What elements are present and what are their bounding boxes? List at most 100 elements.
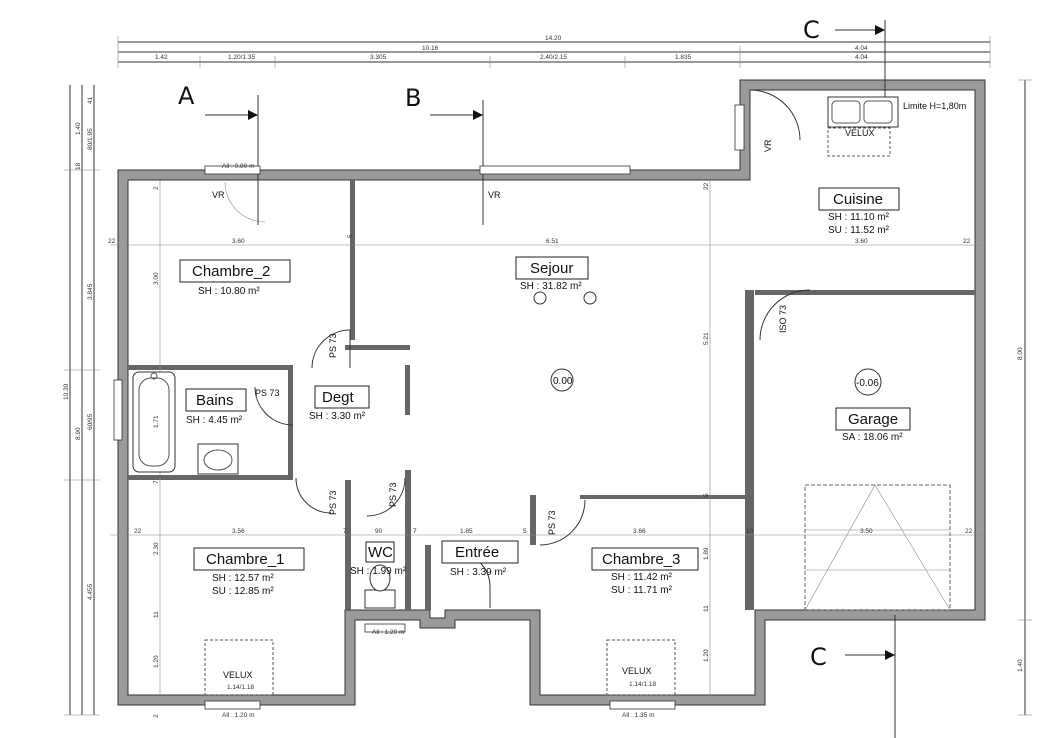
dim-120a: 1.20 bbox=[153, 655, 160, 668]
room-su-cuisine: SU : 11.52 m² bbox=[828, 225, 890, 236]
top-dimension-lines: 14.20 10.16 4.04 4.04 1.42 1.20/1.35 3.3… bbox=[117, 35, 991, 68]
room-name-bains: Bains bbox=[196, 392, 234, 409]
dim-left-4455: 4.455 bbox=[87, 583, 94, 600]
room-sa-garage: SA : 18.06 m² bbox=[842, 432, 903, 443]
dim-360b: 3.60 bbox=[855, 238, 868, 245]
section-mark-c-bottom: C bbox=[810, 643, 827, 671]
dim-right-800: 8.00 bbox=[1017, 347, 1024, 360]
dim-22-left: 22 bbox=[108, 238, 116, 245]
dim-2-top: 2 bbox=[153, 186, 160, 190]
interior-dimensions: 3.60 6.51 3.60 3.56 90 1.85 3.66 3.50 22… bbox=[108, 182, 973, 718]
dim-seg4: 2.40/2.15 bbox=[540, 54, 567, 61]
room-entree: Entrée SH : 3.39 m² bbox=[441, 540, 519, 578]
room-su-chambre3: SU : 11.71 m² bbox=[611, 585, 673, 596]
room-chambre3: Chambre_3 SH : 11.42 m² SU : 11.71 m² bbox=[591, 547, 699, 596]
room-sh-chambre3: SH : 11.42 m² bbox=[611, 572, 673, 583]
window-all-080: All : 0.80 m bbox=[222, 163, 255, 170]
door-ps73-chambre1: PS 73 bbox=[328, 490, 338, 515]
room-sh-degt: SH : 3.30 m² bbox=[309, 411, 366, 422]
vr-chambre2: VR bbox=[212, 190, 225, 200]
dim-top-left: 10.16 bbox=[422, 45, 439, 52]
dim-521: 5.21 bbox=[703, 332, 710, 345]
dim-120b: 1.20 bbox=[703, 649, 710, 662]
room-sh-chambre1: SH : 12.57 m² bbox=[212, 573, 274, 584]
dim-left-total: 10.30 bbox=[63, 383, 70, 400]
dim-360: 3.60 bbox=[232, 238, 245, 245]
room-chambre2: Chambre_2 SH : 10.80 m² bbox=[179, 259, 291, 297]
room-sh-entree: SH : 3.39 m² bbox=[450, 567, 507, 578]
window-all-135: All : 1.35 m bbox=[622, 712, 655, 719]
dim-left-6095: 60/95 bbox=[87, 413, 94, 430]
dim-22-right: 22 bbox=[963, 238, 971, 245]
room-sejour: Sejour SH : 31.82 m² bbox=[515, 256, 589, 292]
dim-7-b: 7 bbox=[343, 528, 347, 535]
dim-10: 10 bbox=[746, 528, 754, 535]
room-wc: WC SH : 1.99 m² bbox=[350, 541, 407, 577]
dim-356: 3.56 bbox=[232, 528, 245, 535]
room-cuisine: Cuisine SH : 11.10 m² SU : 11.52 m² bbox=[818, 187, 900, 236]
room-sh-cuisine: SH : 11.10 m² bbox=[828, 212, 890, 223]
dim-90: 90 bbox=[375, 528, 383, 535]
velux-size-chambre3: 1.14/1.18 bbox=[629, 681, 656, 688]
velux-size-chambre1: 1.14/1.18 bbox=[227, 684, 254, 691]
section-cuts: A B C C bbox=[178, 16, 896, 738]
room-name-sejour: Sejour bbox=[530, 260, 573, 277]
dim-230: 2.30 bbox=[153, 542, 160, 555]
room-sh-wc: SH : 1.99 m² bbox=[350, 566, 407, 577]
room-name-chambre1: Chambre_1 bbox=[206, 551, 284, 568]
dim-22-mid: 22 bbox=[703, 182, 710, 190]
level-garage: -0.06 bbox=[856, 378, 879, 389]
right-dimension-lines: 8.00 1.40 bbox=[1017, 79, 1032, 716]
limite-annotation: Limite H=1,80m bbox=[903, 101, 966, 111]
room-garage: Garage SA : 18.06 m² bbox=[835, 407, 911, 443]
dim-5-b: 5 bbox=[523, 528, 527, 535]
velux-chambre1: VELUX bbox=[223, 670, 253, 680]
room-sh-chambre2: SH : 10.80 m² bbox=[198, 286, 260, 297]
section-mark-c-top: C bbox=[803, 16, 820, 44]
dim-22-right-b: 22 bbox=[965, 528, 973, 535]
windows: All : 0.80 m All : 1.20 m All : 1.35 m A… bbox=[113, 104, 745, 719]
room-name-cuisine: Cuisine bbox=[833, 191, 883, 208]
dim-left-890: 8.90 bbox=[75, 427, 82, 440]
dim-5-mid: 5 bbox=[703, 493, 710, 497]
room-name-degt: Degt bbox=[322, 389, 355, 406]
dim-11-left: 11 bbox=[153, 611, 160, 618]
exterior-walls bbox=[117, 79, 986, 706]
room-name-chambre2: Chambre_2 bbox=[192, 263, 270, 280]
left-dimension-lines: 10.30 8.90 3.845 4.455 60/95 80/1.95 1.4… bbox=[63, 85, 100, 716]
dim-185: 1.85 bbox=[460, 528, 473, 535]
dim-651: 6.51 bbox=[546, 238, 559, 245]
dim-366: 3.66 bbox=[633, 528, 646, 535]
section-mark-a: A bbox=[178, 82, 195, 110]
dim-top-right2: 4.04 bbox=[855, 54, 868, 61]
level-markers: 0.00 -0.06 bbox=[550, 368, 882, 396]
dim-seg5: 1.835 bbox=[675, 54, 692, 61]
dim-11-right: 11 bbox=[703, 605, 710, 612]
dim-left-140: 1.40 bbox=[75, 122, 82, 135]
dim-350: 3.50 bbox=[860, 528, 873, 535]
room-sh-bains: SH : 4.45 m² bbox=[186, 415, 243, 426]
dim-7-c: 7 bbox=[413, 528, 417, 535]
dim-left-8095: 80/1.95 bbox=[87, 128, 94, 150]
room-su-chambre1: SU : 12.85 m² bbox=[212, 586, 274, 597]
dim-seg2: 1.20/1.35 bbox=[228, 54, 255, 61]
dim-5-top: 5 bbox=[347, 234, 354, 238]
dim-2-bottom: 2 bbox=[153, 714, 160, 718]
dim-189: 1.89 bbox=[703, 547, 710, 560]
door-iso73: ISO 73 bbox=[778, 305, 788, 333]
room-name-garage: Garage bbox=[848, 411, 898, 428]
room-name-wc: WC bbox=[368, 544, 393, 561]
door-ps73-wc: PS 73 bbox=[388, 482, 398, 507]
section-mark-b: B bbox=[405, 84, 421, 112]
level-sejour: 0.00 bbox=[553, 376, 573, 387]
dim-left-18: 18 bbox=[75, 162, 82, 170]
room-sh-sejour: SH : 31.82 m² bbox=[520, 281, 582, 292]
window-wc-all-120: All : 1.20 m bbox=[372, 629, 405, 636]
vr-cuisine: VR bbox=[763, 139, 773, 152]
dim-top-total: 14.20 bbox=[545, 35, 562, 42]
fixtures: VELUX Limite H=1,80m VELUX 1.14/1.18 VEL… bbox=[132, 96, 966, 696]
dim-top-right: 4.04 bbox=[855, 45, 868, 52]
dim-7: 7 bbox=[153, 480, 160, 484]
room-degt: Degt SH : 3.30 m² bbox=[309, 385, 370, 422]
